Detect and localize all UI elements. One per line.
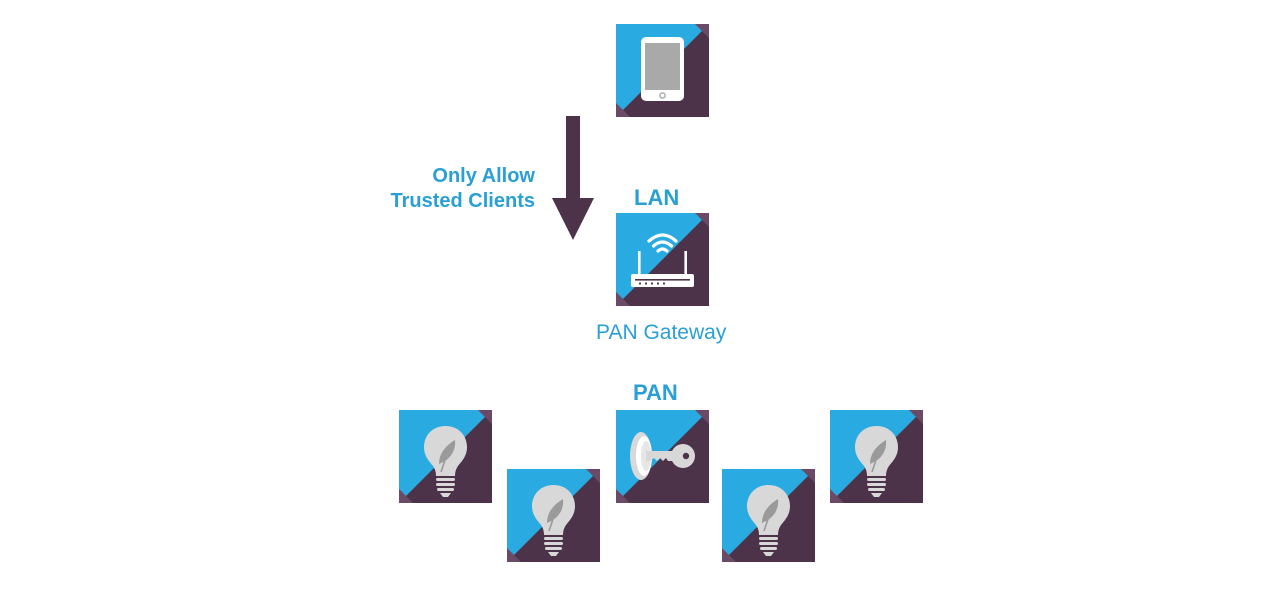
device-tile-4 <box>722 469 815 562</box>
down-arrow <box>552 116 594 240</box>
device-tile-5 <box>830 410 923 503</box>
wifi-router-icon <box>616 213 709 306</box>
lan-label: LAN <box>634 185 680 210</box>
lightbulb-icon <box>722 469 815 562</box>
device-tile-2 <box>507 469 600 562</box>
lock-key-icon <box>616 410 709 503</box>
gateway-label: PAN Gateway <box>596 321 727 344</box>
policy-label-line2: Trusted Clients <box>390 190 535 212</box>
client-tile <box>616 24 709 117</box>
gateway-tile <box>616 213 709 306</box>
lightbulb-icon <box>830 410 923 503</box>
pan-label: PAN <box>633 380 678 405</box>
lightbulb-icon <box>399 410 492 503</box>
device-tile-3 <box>616 410 709 503</box>
device-tile-1 <box>399 410 492 503</box>
policy-label-line1: Only Allow <box>432 165 535 187</box>
tablet-icon <box>616 24 709 117</box>
lightbulb-icon <box>507 469 600 562</box>
policy-label: Only Allow Trusted Clients <box>360 164 535 214</box>
